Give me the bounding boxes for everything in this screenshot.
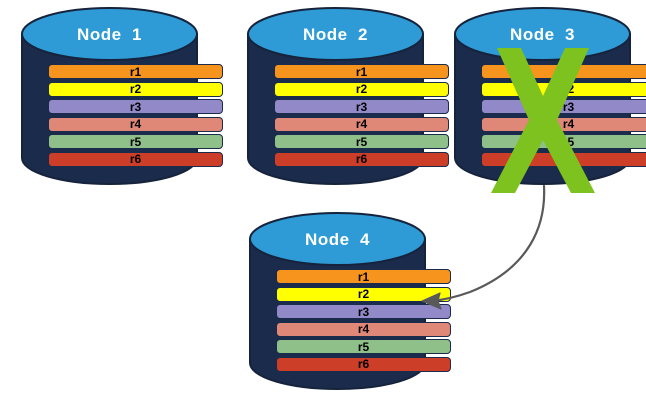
row-label: r1 [562, 64, 575, 79]
row-label: r6 [357, 357, 370, 372]
node-4-row-r4[interactable]: r4 [276, 321, 451, 337]
row-label: r2 [355, 82, 368, 97]
node-3-row-r5[interactable]: r5 [481, 134, 646, 150]
node-1-row-r5[interactable]: r5 [48, 134, 223, 150]
node-2-row-r1[interactable]: r1 [274, 64, 449, 79]
node-3-row-r1[interactable]: r1 [481, 64, 646, 79]
node-3-rows: r1 r2 r3 r4 r5 r6 [455, 64, 646, 170]
row-label: r5 [357, 339, 370, 354]
row-label: r5 [129, 134, 142, 149]
row-label: r1 [357, 269, 370, 284]
node-4-row-r1[interactable]: r1 [276, 269, 451, 284]
node-3-row-r4[interactable]: r4 [481, 116, 646, 132]
node-3-row-r2[interactable]: r2 [481, 81, 646, 97]
node-4-rows: r1 r2 r3 r4 r5 r6 [250, 269, 477, 375]
node-2-cylinder[interactable]: Node 2 r1 r2 r3 r4 r5 r6 [247, 7, 449, 185]
node-2-row-r4[interactable]: r4 [274, 116, 449, 132]
node-1-row-r3[interactable]: r3 [48, 99, 223, 115]
row-label: r5 [355, 134, 368, 149]
row-label: r6 [129, 152, 142, 167]
node-2-row-r6[interactable]: r6 [274, 151, 449, 167]
node-1-rows: r1 r2 r3 r4 r5 r6 [22, 64, 249, 170]
node-3-row-r3[interactable]: r3 [481, 99, 646, 115]
row-label: r4 [129, 117, 142, 132]
node-2-rows: r1 r2 r3 r4 r5 r6 [248, 64, 475, 170]
row-label: r4 [562, 117, 575, 132]
node-1-row-r6[interactable]: r6 [48, 151, 223, 167]
row-label: r2 [129, 82, 142, 97]
row-label: r1 [355, 64, 368, 79]
node-3-row-r6[interactable]: r6 [481, 151, 646, 167]
node-1-row-r2[interactable]: r2 [48, 81, 223, 97]
row-label: r6 [355, 152, 368, 167]
node-2-row-r5[interactable]: r5 [274, 134, 449, 150]
row-label: r2 [562, 82, 575, 97]
node-4-row-r2[interactable]: r2 [276, 286, 451, 302]
node-2-row-r3[interactable]: r3 [274, 99, 449, 115]
node-4-row-r5[interactable]: r5 [276, 339, 451, 355]
node-1-row-r1[interactable]: r1 [48, 64, 223, 79]
node-4-row-r3[interactable]: r3 [276, 304, 451, 320]
node-4-row-r6[interactable]: r6 [276, 356, 451, 372]
node-1-row-r4[interactable]: r4 [48, 116, 223, 132]
row-label: r3 [562, 99, 575, 114]
row-label: r3 [357, 304, 370, 319]
node-4-cylinder[interactable]: Node 4 r1 r2 r3 r4 r5 r6 [249, 212, 451, 390]
node-1-cylinder[interactable]: Node 1 r1 r2 r3 r4 r5 r6 [21, 7, 223, 185]
node-2-row-r2[interactable]: r2 [274, 81, 449, 97]
row-label: r1 [129, 64, 142, 79]
row-label: r2 [357, 287, 370, 302]
row-label: r5 [562, 134, 575, 149]
row-label: r3 [129, 99, 142, 114]
row-label: r3 [355, 99, 368, 114]
row-label: r4 [357, 322, 370, 337]
row-label: r4 [355, 117, 368, 132]
node-3-cylinder[interactable]: Node 3 r1 r2 r3 r4 r5 r6 [454, 7, 646, 193]
row-label: r6 [562, 152, 575, 167]
